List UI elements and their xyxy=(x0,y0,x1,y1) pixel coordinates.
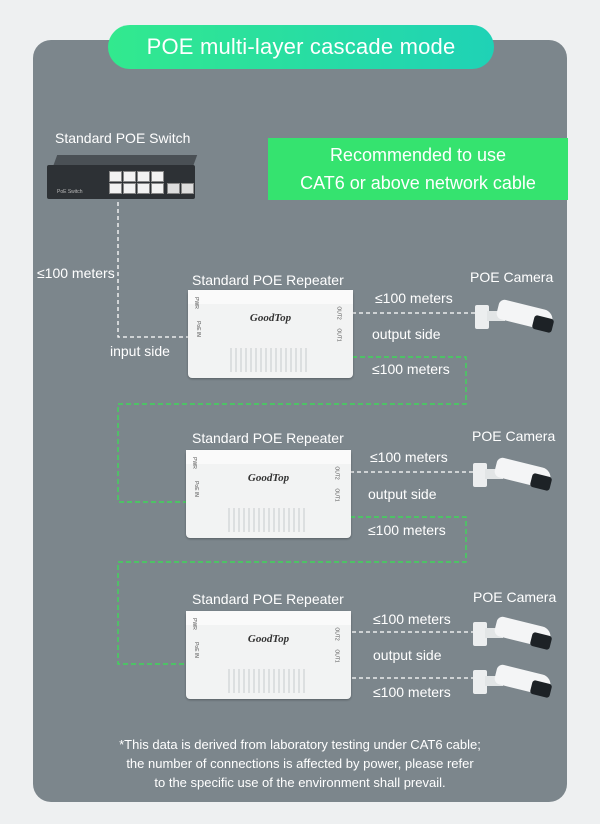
output-side-label-2: output side xyxy=(368,486,437,502)
poe-camera-2 xyxy=(473,453,553,503)
camera-1-label: POE Camera xyxy=(470,269,554,285)
callout-line-1: Recommended to use xyxy=(329,145,507,165)
distance-label-4: ≤100 meters xyxy=(373,684,451,700)
distance-label-3: ≤100 meters xyxy=(373,611,451,627)
footnote-line-3: to the specific use of the environment s… xyxy=(154,775,446,790)
switch-to-repeater-line xyxy=(117,202,188,338)
cascade-line-2 xyxy=(117,516,467,665)
switch-label: Standard POE Switch xyxy=(55,130,191,146)
poe-camera-4 xyxy=(473,660,553,710)
repeater-3-brand: GoodTop xyxy=(247,633,290,645)
repeater-1: GoodTop PoE IN OUT2 OUT1 PWR xyxy=(188,290,353,378)
camera-2-label: POE Camera xyxy=(472,428,556,444)
input-distance-label: ≤100 meters xyxy=(37,265,115,281)
poe-switch-image: PoE Switch xyxy=(47,155,198,201)
switch-tag: PoE Switch xyxy=(57,189,83,195)
footnote-line-2: the number of connections is affected by… xyxy=(126,756,474,771)
cascade-distance-label-2: ≤100 meters xyxy=(368,522,446,538)
repeater-1-brand: GoodTop xyxy=(249,312,292,324)
repeater-2: GoodTop PoE IN OUT2 OUT1 PWR xyxy=(186,450,351,538)
repeater-1-label: Standard POE Repeater xyxy=(192,272,344,288)
cascade-distance-label-1: ≤100 meters xyxy=(372,361,450,377)
page-title: POE multi-layer cascade mode xyxy=(108,25,494,69)
repeater-2-brand: GoodTop xyxy=(247,472,290,484)
repeater-3-label: Standard POE Repeater xyxy=(192,591,344,607)
distance-label-2: ≤100 meters xyxy=(370,449,448,465)
recommendation-callout: Recommended to use CAT6 or above network… xyxy=(268,138,568,200)
footnote: *This data is derived from laboratory te… xyxy=(60,735,540,792)
distance-label-1: ≤100 meters xyxy=(375,290,453,306)
cascade-line-1 xyxy=(117,356,467,503)
repeater-3: GoodTop PoE IN OUT2 OUT1 PWR xyxy=(186,611,351,699)
input-side-label: input side xyxy=(110,343,170,359)
poe-camera-1 xyxy=(475,295,555,345)
callout-line-2: CAT6 or above network cable xyxy=(300,173,536,193)
footnote-line-1: *This data is derived from laboratory te… xyxy=(119,737,481,752)
output-side-label-3: output side xyxy=(373,647,442,663)
output-side-label-1: output side xyxy=(372,326,441,342)
camera-3-label: POE Camera xyxy=(473,589,557,605)
repeater-2-label: Standard POE Repeater xyxy=(192,430,344,446)
poe-camera-3 xyxy=(473,612,553,662)
